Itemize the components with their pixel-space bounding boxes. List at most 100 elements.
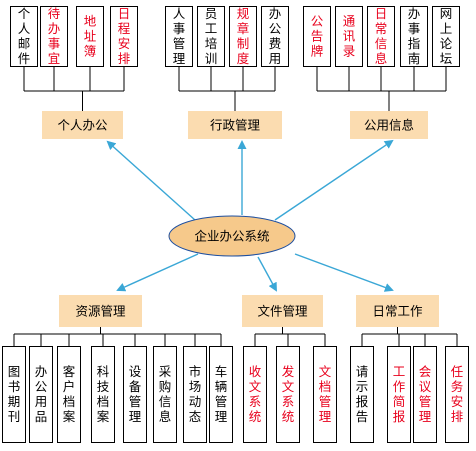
leaf-item: 办事指南	[400, 6, 428, 67]
category-box: 个人办公	[42, 111, 123, 139]
flow-arrow	[274, 139, 394, 221]
leaf-label: 请示报告	[356, 364, 369, 424]
leaf-box	[303, 6, 331, 67]
leaf-box	[209, 346, 233, 443]
leaf-box	[40, 6, 68, 67]
leaf-label: 采购信息	[159, 364, 172, 424]
leaf-item: 规章制度	[229, 6, 257, 67]
category-fill	[242, 295, 323, 327]
leaf-box	[123, 346, 147, 443]
leaf-label: 会议管理	[419, 364, 432, 424]
leaf-label: 客户档案	[63, 364, 76, 424]
leaf-label: 工作简报	[393, 364, 406, 424]
connector-lines	[13, 66, 458, 347]
leaf-label: 办公用品	[35, 364, 48, 424]
leaf-label: 市场动态	[189, 364, 202, 424]
leaf-label: 车辆管理	[215, 364, 228, 424]
leaf-label: 公告牌	[311, 14, 324, 59]
leaf-label: 网上论坛	[440, 6, 453, 66]
leaf-label: 通讯录	[343, 14, 356, 59]
category-label: 公用信息	[364, 118, 414, 133]
leaf-box	[313, 346, 337, 443]
leaf-box	[153, 346, 177, 443]
leaf-item: 市场动态	[183, 346, 207, 443]
leaf-box	[387, 346, 411, 443]
center-label: 企业办公系统	[194, 229, 269, 244]
leaf-label: 设备管理	[129, 364, 142, 424]
leaf-item: 办公用品	[29, 346, 53, 443]
category-box: 日常工作	[356, 295, 439, 327]
leaf-box	[110, 6, 138, 67]
leaf-item: 工作简报	[387, 346, 411, 443]
leaf-item: 网上论坛	[432, 6, 460, 67]
center-ellipse	[168, 215, 296, 257]
category-label: 日常工作	[372, 304, 423, 319]
leaf-label: 人事管理	[173, 6, 186, 66]
leaf-box	[350, 346, 374, 443]
leaf-box	[243, 346, 267, 443]
leaf-box	[197, 6, 225, 67]
leaf-label: 员工培训	[205, 6, 218, 66]
leaf-item: 设备管理	[123, 346, 147, 443]
leaf-label: 日程安排	[118, 6, 131, 66]
category-fill	[42, 111, 123, 139]
leaf-label: 科技档案	[97, 364, 110, 424]
leaf-box	[400, 6, 428, 67]
leaf-item: 图书期刊	[2, 346, 26, 443]
category-box: 资源管理	[59, 295, 142, 327]
leaf-item: 待办事宜	[40, 6, 68, 67]
category-label: 行政管理	[210, 118, 261, 133]
leaf-label: 图书期刊	[8, 364, 21, 424]
leaf-box	[57, 346, 81, 443]
leaf-box	[276, 346, 300, 443]
leaf-label: 规章制度	[237, 6, 250, 66]
connector-arrows	[106, 139, 394, 292]
leaf-box	[367, 6, 395, 67]
category-label: 文件管理	[257, 304, 308, 319]
leaf-item: 科技档案	[91, 346, 115, 443]
leaf-label: 任务安排	[451, 364, 464, 424]
leaf-box	[183, 346, 207, 443]
leaf-item: 日常信息	[367, 6, 395, 67]
category-box: 行政管理	[188, 111, 282, 139]
leaf-item: 文档管理	[313, 346, 337, 443]
leaf-label: 收文系统	[249, 364, 262, 424]
leaf-label: 个人邮件	[18, 6, 31, 66]
leaf-item: 个人邮件	[10, 6, 38, 67]
leaf-box	[2, 346, 26, 443]
leaf-item: 通讯录	[335, 6, 363, 67]
leaf-box	[432, 6, 460, 67]
leaf-label: 文档管理	[319, 364, 332, 424]
leaf-item: 日程安排	[110, 6, 138, 67]
leaf-item: 地址簿	[76, 6, 104, 67]
leaf-box	[413, 346, 437, 443]
category-label: 个人办公	[57, 118, 108, 133]
flow-arrow	[294, 253, 394, 292]
leaf-box	[91, 346, 115, 443]
leaf-item: 客户档案	[57, 346, 81, 443]
leaf-box	[165, 6, 193, 67]
leaf-item: 会议管理	[413, 346, 437, 443]
leaf-item: 公告牌	[303, 6, 331, 67]
leaf-box	[76, 6, 104, 67]
leaf-item: 发文系统	[276, 346, 300, 443]
category-fill	[356, 295, 439, 327]
flow-arrow	[116, 253, 199, 292]
leaf-box	[335, 6, 363, 67]
center-node: 企业办公系统	[168, 215, 296, 257]
category-box: 公用信息	[350, 111, 428, 139]
leaf-box	[229, 6, 257, 67]
leaf-item: 人事管理	[165, 6, 193, 67]
leaf-label: 发文系统	[282, 364, 295, 424]
category-fill	[350, 111, 428, 139]
leaf-item: 办公费用	[261, 6, 289, 67]
leaf-item: 请示报告	[350, 346, 374, 443]
leaf-box	[10, 6, 38, 67]
leaf-box	[29, 346, 53, 443]
leaf-label: 待办事宜	[48, 6, 61, 66]
category-fill	[188, 111, 282, 139]
leaf-box	[445, 346, 469, 443]
leaf-item: 员工培训	[197, 6, 225, 67]
flow-arrow	[106, 140, 196, 221]
